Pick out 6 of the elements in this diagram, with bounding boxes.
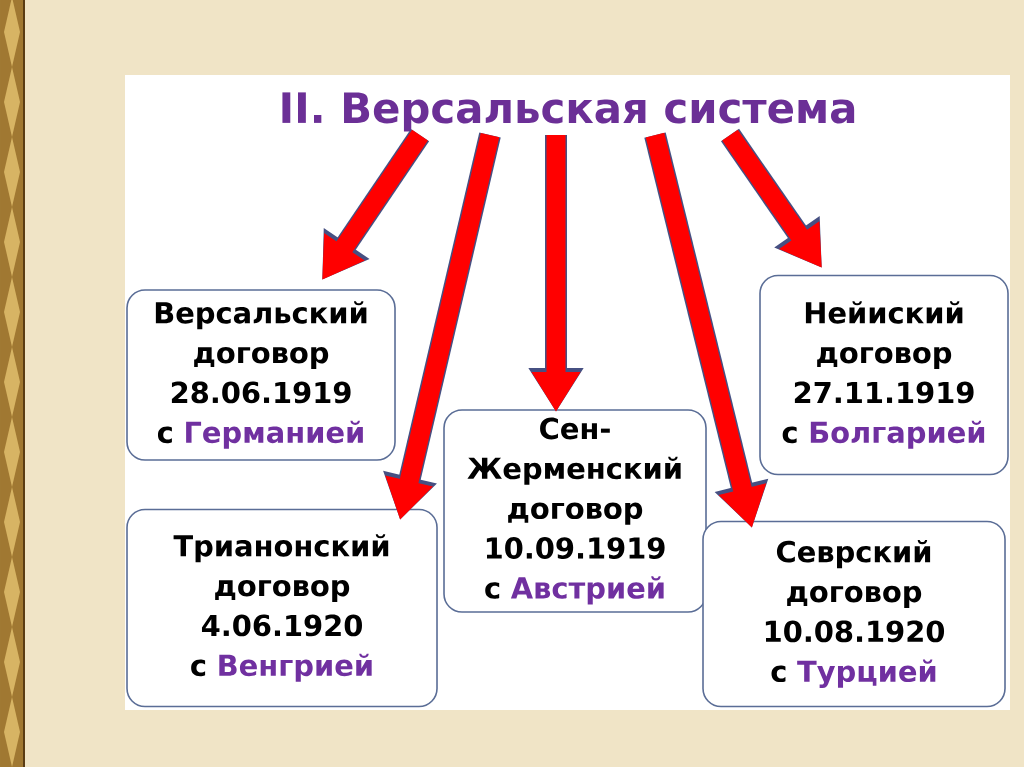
treaty-box: Версальский договор 28.06.1919 с Германией xyxy=(126,289,396,461)
title-text: II. Версальская система xyxy=(282,92,855,132)
treaty-box: Севрский договор 10.08.1920 с Турцией xyxy=(702,520,1006,708)
treaty-box: Трианонский договор 4.06.1920 с Венгрией xyxy=(126,508,438,708)
treaty-box: Сен-Жерменский договор 10.09.1919 с Австрией xyxy=(443,409,707,613)
treaty-box: Нейиский договор 27.11.1919 с Болгарией xyxy=(759,274,1009,476)
